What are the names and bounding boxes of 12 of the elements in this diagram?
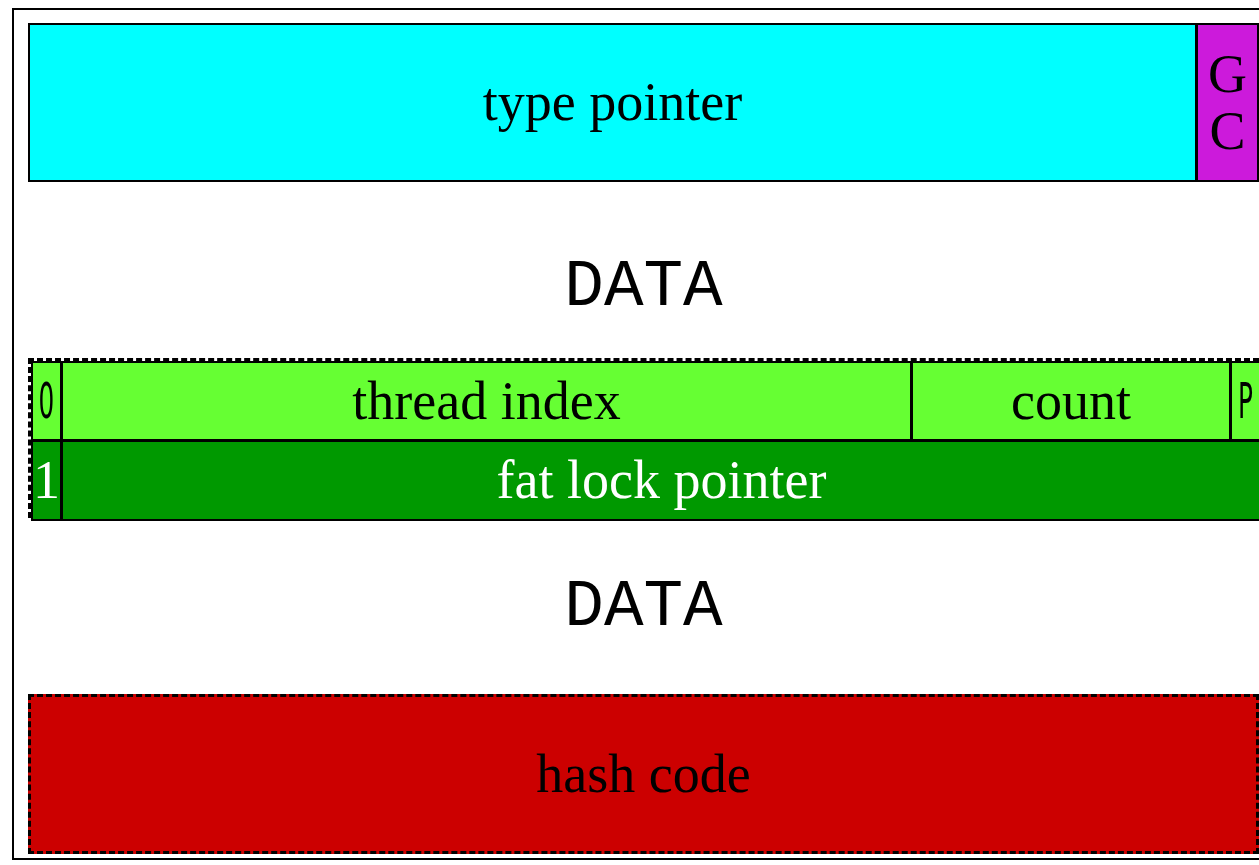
field-box: count: [911, 361, 1231, 441]
field-box: 0: [31, 361, 62, 441]
field-box: type pointer: [28, 23, 1197, 182]
lock-word-band: [28, 358, 1259, 518]
section-label: DATA: [563, 570, 724, 645]
field-box: hash code: [28, 694, 1259, 854]
section-label: DATA: [563, 250, 724, 325]
field-box: P: [1230, 361, 1259, 441]
field-box: G C: [1196, 23, 1259, 182]
field-box: thread index: [61, 361, 912, 441]
field-box: 1: [31, 440, 62, 521]
field-box: fat lock pointer: [61, 440, 1259, 521]
